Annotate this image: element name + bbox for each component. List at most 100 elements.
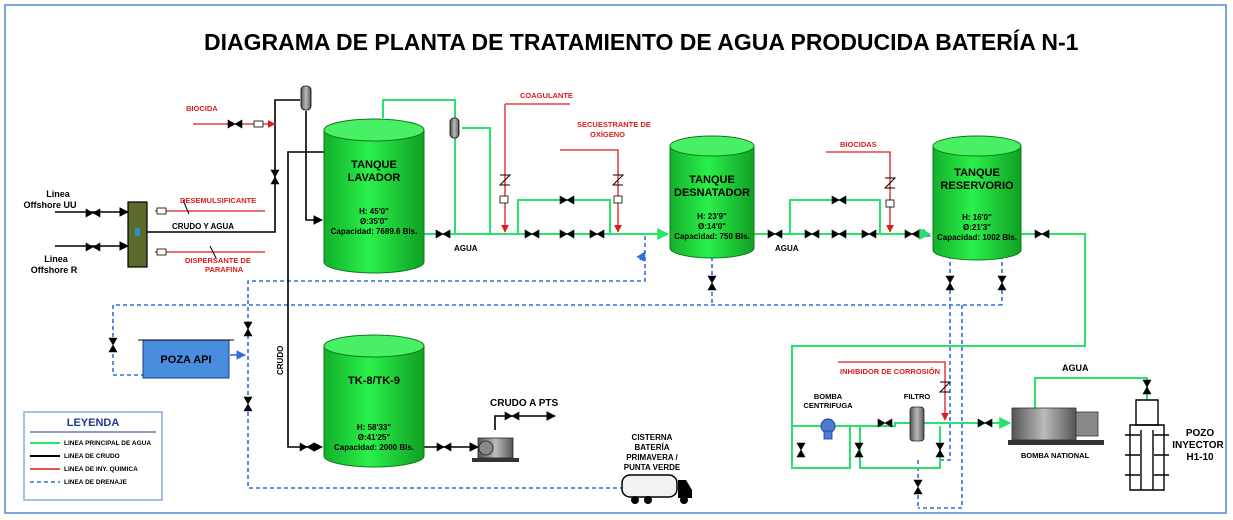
injector-icon <box>613 195 623 204</box>
truck-icon <box>621 474 692 504</box>
inlet-r-line1: Linea <box>44 254 69 264</box>
crude-transfer-pump <box>472 437 519 462</box>
label-crudo-vertical: CRUDO <box>276 346 285 375</box>
label-agua-1: AGUA <box>454 244 478 253</box>
tank-lavador-diameter: Ø:35'0" <box>360 217 388 226</box>
valve-icon <box>436 442 452 452</box>
valve-icon <box>85 208 101 218</box>
label-bomba-national: BOMBA NATIONAL <box>1021 451 1090 460</box>
label-crudo-y-agua: CRUDO Y AGUA <box>172 222 234 231</box>
tank-desnatador-name-2: DESNATADOR <box>674 187 750 199</box>
tank-reservorio-name-2: RESERVORIO <box>940 180 1014 192</box>
check-valves <box>182 174 952 393</box>
valve-icon <box>559 229 575 239</box>
valve-icon <box>1142 379 1152 395</box>
label-bomba-centrifuga-1: BOMBA <box>814 392 843 401</box>
label-filtro: FILTRO <box>904 392 931 401</box>
legend: LEYENDA LINEA PRINCIPAL DE AGUA LINEA DE… <box>23 411 163 501</box>
valve-icon <box>524 229 540 239</box>
tank-desnatador-diameter: Ø:14'0" <box>698 222 726 231</box>
legend-items: LINEA PRINCIPAL DE AGUA LINEA DE CRUDO L… <box>30 440 151 486</box>
check-valve-icon <box>611 174 625 186</box>
label-bomba-centrifuga-2: CENTRIFUGA <box>803 401 853 410</box>
bomba-national-icon <box>1008 407 1104 445</box>
label-cisterna-2: BATERÍA <box>635 443 670 452</box>
drain-line-filter-b <box>940 305 951 461</box>
valve-icon <box>997 275 1007 291</box>
drain-line-cisterna <box>247 300 640 489</box>
label-biocida: BIOCIDA <box>186 104 218 113</box>
chem-line-inhibidor <box>838 361 949 421</box>
chemical-lines <box>155 103 949 421</box>
crude-line-to-pts <box>494 411 556 430</box>
injector-icon <box>156 207 167 215</box>
valve-icon <box>589 229 605 239</box>
wellhead-icon <box>1125 399 1169 491</box>
injector-icon <box>885 199 895 208</box>
label-dispersante-2: PARAFINA <box>205 265 244 274</box>
valve-icon <box>804 229 820 239</box>
valve-icon <box>85 242 101 252</box>
water-line-to-pozo <box>1034 377 1148 410</box>
valve-icon <box>935 442 945 458</box>
tank-tk8-height: H: 58'33" <box>357 423 391 432</box>
valve-icon <box>854 442 864 458</box>
label-dispersante-1: DISPERSANTE DE <box>185 256 251 265</box>
legend-label-crude: LINEA DE CRUDO <box>64 453 120 460</box>
valve-icon <box>1034 229 1050 239</box>
label-pozo-2: INYECTOR <box>1172 440 1224 451</box>
tank-desnatador: TANQUE DESNATADOR H: 23'9" Ø:14'0" Capac… <box>669 135 755 259</box>
tank-lavador-name-2: LAVADOR <box>348 172 401 184</box>
poza-api-label: POZA API <box>160 354 211 366</box>
valve-icon <box>831 229 847 239</box>
injector-icon <box>156 248 167 256</box>
poza-api: POZA API <box>138 339 234 379</box>
filter-icon <box>909 406 925 442</box>
valves <box>85 119 1152 495</box>
tank-desnatador-capacity: Capacidad: 750 Bls. <box>674 232 750 241</box>
tank-reservorio-height: H: 16'0" <box>962 213 992 222</box>
tank-reservorio-name-1: TANQUE <box>954 167 1000 179</box>
crude-lines <box>55 99 556 452</box>
valve-icon <box>877 418 893 428</box>
legend-title: LEYENDA <box>67 417 120 429</box>
valve-icon <box>299 442 315 452</box>
label-pozo-3: H1-10 <box>1186 452 1214 463</box>
valve-icon <box>904 229 920 239</box>
valve-icon <box>243 321 253 337</box>
water-line-bypass-2 <box>789 199 881 234</box>
tank-tk8-name: TK-8/TK-9 <box>348 375 400 387</box>
label-cisterna-4: PUNTA VERDE <box>624 463 681 472</box>
valve-icon <box>796 442 806 458</box>
injector-icon <box>499 195 509 204</box>
tank-lavador-height: H: 45'0" <box>359 207 389 216</box>
label-agua-2: AGUA <box>775 244 799 253</box>
valve-icon <box>227 119 243 129</box>
legend-label-chemical: LINEA DE INY. QUIMICA <box>64 466 138 473</box>
tank-tk8-diameter: Ø:41'25" <box>358 433 391 442</box>
tank-lavador-name-1: TANQUE <box>351 159 397 171</box>
check-valve-icon <box>938 381 952 393</box>
water-line-lavador-top <box>382 99 456 118</box>
valve-icon <box>861 229 877 239</box>
label-cisterna-1: CISTERNA <box>632 433 673 442</box>
chem-line-secuestrante <box>560 149 622 233</box>
tank-desnatador-height: H: 23'9" <box>697 212 727 221</box>
valve-icon <box>435 229 451 239</box>
drain-line-lavador <box>247 236 646 300</box>
water-line-to-chem <box>462 127 491 234</box>
water-line-to-pumps <box>791 233 1086 448</box>
tank-reservorio: TANQUE RESERVORIO H: 16'0" Ø:21'3" Capac… <box>932 135 1022 261</box>
water-line-filter-loop <box>859 426 941 469</box>
injector-icon <box>253 120 264 128</box>
drain-line-main <box>112 304 1002 376</box>
crude-line-to-separator <box>147 99 300 233</box>
water-line-to-filter <box>792 417 1012 429</box>
label-coagulante: COAGULANTE <box>520 91 573 100</box>
label-desemulsificante: DESEMULSIFICANTE <box>180 196 256 205</box>
separator-gauge-icon <box>135 228 140 236</box>
valve-icon <box>767 229 783 239</box>
legend-label-drain: LINEA DE DRENAJE <box>64 479 128 486</box>
tank-tk8-tk9: TK-8/TK-9 H: 58'33" Ø:41'25" Capacidad: … <box>323 334 425 468</box>
